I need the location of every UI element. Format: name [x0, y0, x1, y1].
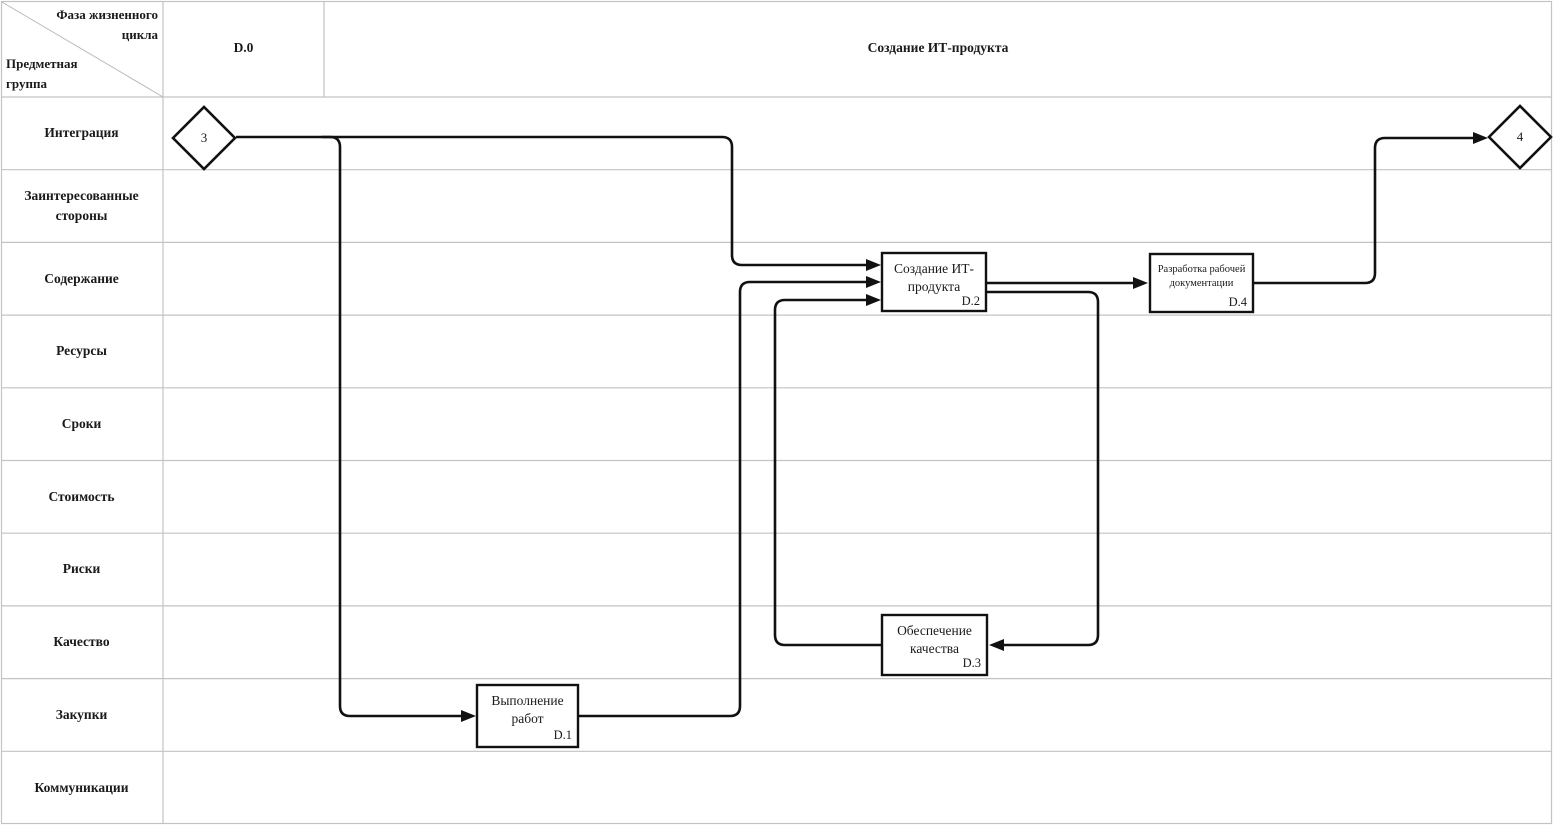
lane-label-risks: Риски	[62, 561, 101, 577]
lane-label-stakeholders: Заинтересованные стороны	[24, 187, 139, 224]
end-diamond	[1487, 104, 1553, 170]
start-diamond-label: 3	[200, 130, 208, 145]
edge-start-to-d1	[322, 135, 476, 722]
header-corner-phase-label: Фаза жизненного цикла	[56, 7, 158, 43]
header-corner-group-label: Предметная группа	[6, 56, 78, 92]
edge-d2-to-d3	[986, 290, 1100, 651]
lane-label-integration: Интеграция	[44, 125, 119, 141]
node-d3-box	[880, 613, 989, 677]
header-phase-title: Создание ИТ-продукта	[867, 40, 1009, 56]
node-d1-id: D.1	[553, 728, 572, 742]
end-diamond-label: 4	[1516, 129, 1524, 144]
node-d1-box	[475, 683, 580, 749]
edge-d4-to-end	[1253, 132, 1488, 285]
node-d2-id: D.2	[961, 294, 980, 308]
corner-diagonal-line	[1, 1, 164, 98]
node-d2-box	[880, 251, 988, 313]
node-d4-id: D.4	[1228, 295, 1247, 309]
lane-label-quality: Качество	[53, 634, 110, 650]
start-diamond	[171, 105, 237, 171]
edge-d3-to-d2	[773, 294, 882, 647]
lane-label-resources: Ресурсы	[56, 343, 107, 359]
flow-edges	[236, 132, 1488, 722]
flow-nodes	[171, 104, 1553, 749]
lane-label-scope: Содержание	[44, 270, 119, 286]
node-d2-title: Создание ИТ-продукта	[893, 260, 974, 294]
lane-label-schedule: Сроки	[61, 416, 102, 432]
edge-start-to-d2	[236, 135, 881, 271]
node-d1-title: Выполнение работ	[491, 692, 564, 726]
node-d4-box	[1148, 252, 1255, 314]
edge-d1-to-d2	[578, 276, 881, 718]
header-phase-id: D.0	[233, 40, 254, 56]
node-d4-title: Разработка рабочей документации	[1157, 264, 1246, 289]
lane-label-cost: Стоимость	[48, 488, 115, 504]
lane-label-communication: Коммуникации	[34, 779, 129, 795]
lane-label-procurement: Закупки	[55, 706, 108, 722]
node-d3-id: D.3	[962, 656, 981, 670]
node-d3-title: Обеспечение качества	[897, 622, 972, 656]
